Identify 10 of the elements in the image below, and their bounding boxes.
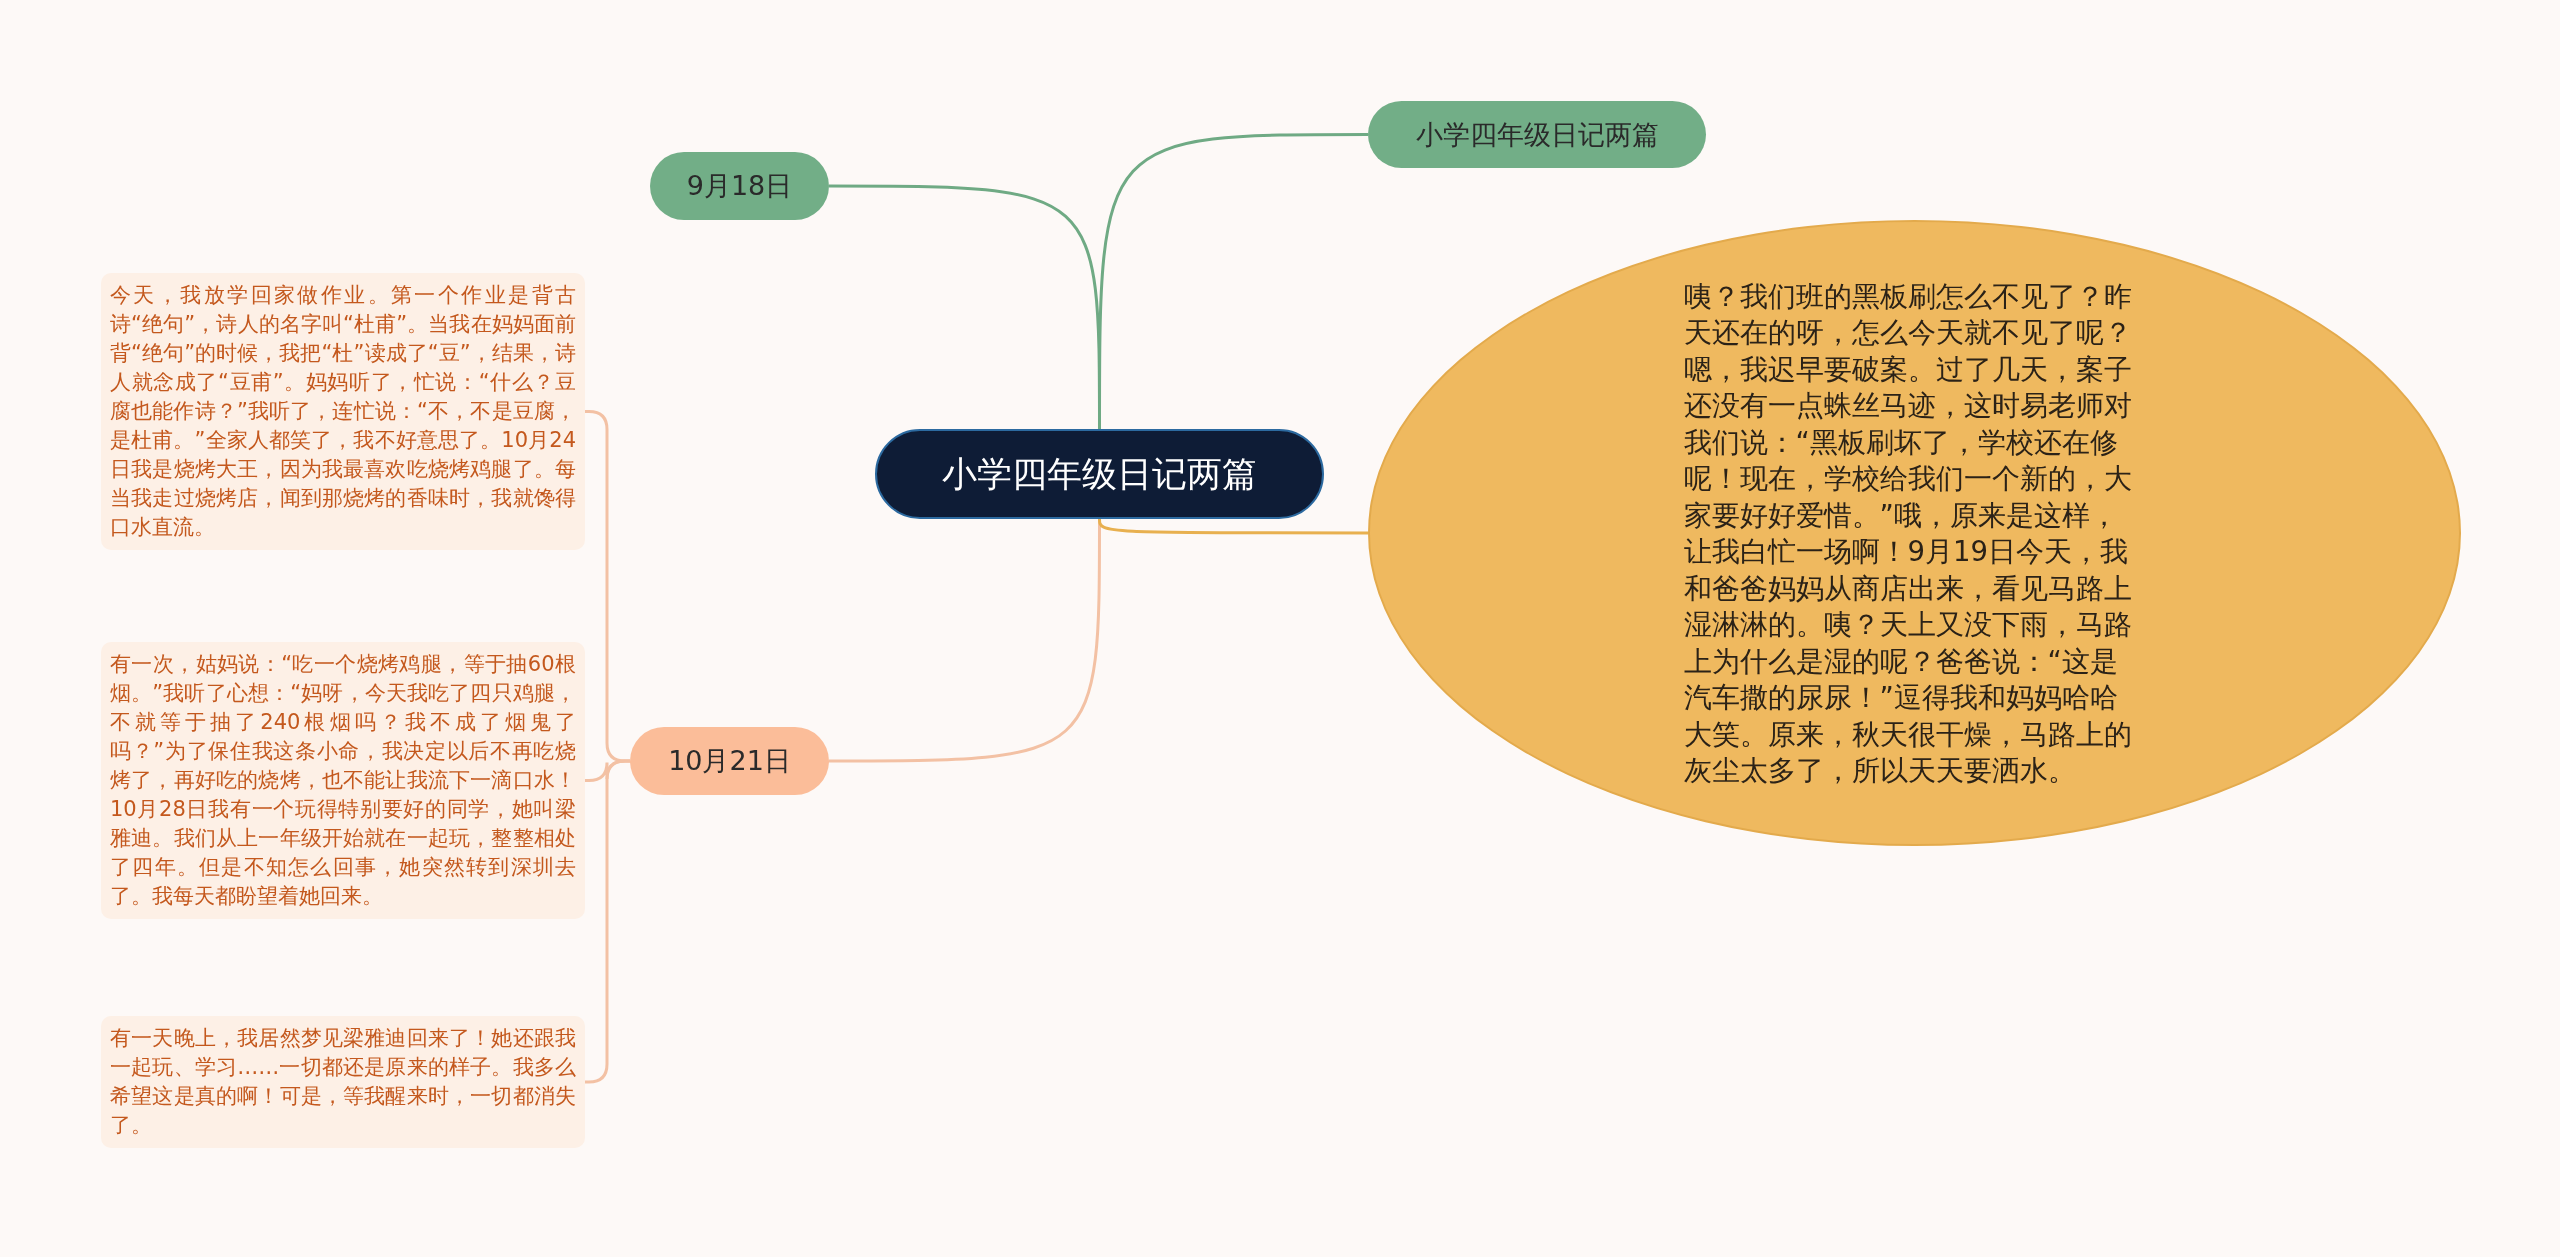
central-topic: 小学四年级日记两篇 (875, 429, 1324, 519)
connector-line (1098, 518, 1368, 535)
topic-pill: 9月18日 (650, 152, 829, 220)
topic-ellipse: 咦？我们班的黑板刷怎么不见了？昨天还在的呀，怎么今天就不见了呢？嗯，我迟早要破案。过了几天，案子还没有一点蛛丝马迹，这时易老师对我们说：“黑板刷坏了，学校还在修呢！现在，学校给我们一个新的，大家要好好爱惜。”哦，原来是这样，让我白忙一场啊！9月19日今天，我和爸爸妈妈从商店出来，看见马路上湿淋淋的。咦？天上又没下雨，马路上为什么是湿的呢？爸爸说：“这是汽车撒的尿尿！”逗得我和妈妈哈哈大笑。原来，秋天很干燥，马路上的灰尘太多了，所以天天要洒水。 (1368, 220, 2461, 846)
connector-line (1098, 133, 1368, 429)
note-card: 有一天晚上，我居然梦见梁雅迪回来了！她还跟我一起玩、学习……一切都还是原来的样子。我多么希望这是真的啊！可是，等我醒来时，一切都消失了。 (101, 1016, 585, 1148)
topic-pill: 10月21日 (630, 727, 829, 795)
note-card: 有一次，姑妈说：“吃一个烧烤鸡腿，等于抽60根烟。”我听了心想：“妈呀，今天我吃了四只鸡腿，不就等于抽了240根烟吗？我不成了烟鬼了吗？”为了保住我这条小命，我决定以后不再吃烧烤了，再好吃的烧烤，也不能让我流下一滴口水！10月28日我有一个玩得特别要好的同学，她叫梁雅迪。我们从上一年级开始就在一起玩，整整相处了四年。但是不知怎么回事，她突然转到深圳去了。我每天都盼望着她回来。 (101, 642, 585, 919)
topic-pill: 小学四年级日记两篇 (1368, 101, 1706, 168)
note-card: 今天，我放学回家做作业。第一个作业是背古诗“绝句”，诗人的名字叫“杜甫”。当我在妈妈面前背“绝句”的时候，我把“杜”读成了“豆”，结果，诗人就念成了“豆甫”。妈妈听了，忙说：“什么？豆腐也能作诗？”我听了，连忙说：“不，不是豆腐，是杜甫。”全家人都笑了，我不好意思了。10月24日我是烧烤大王，因为我最喜欢吃烧烤鸡腿了。每当我走过烧烤店，闻到那烧烤的香味时，我就馋得口水直流。 (101, 273, 585, 550)
